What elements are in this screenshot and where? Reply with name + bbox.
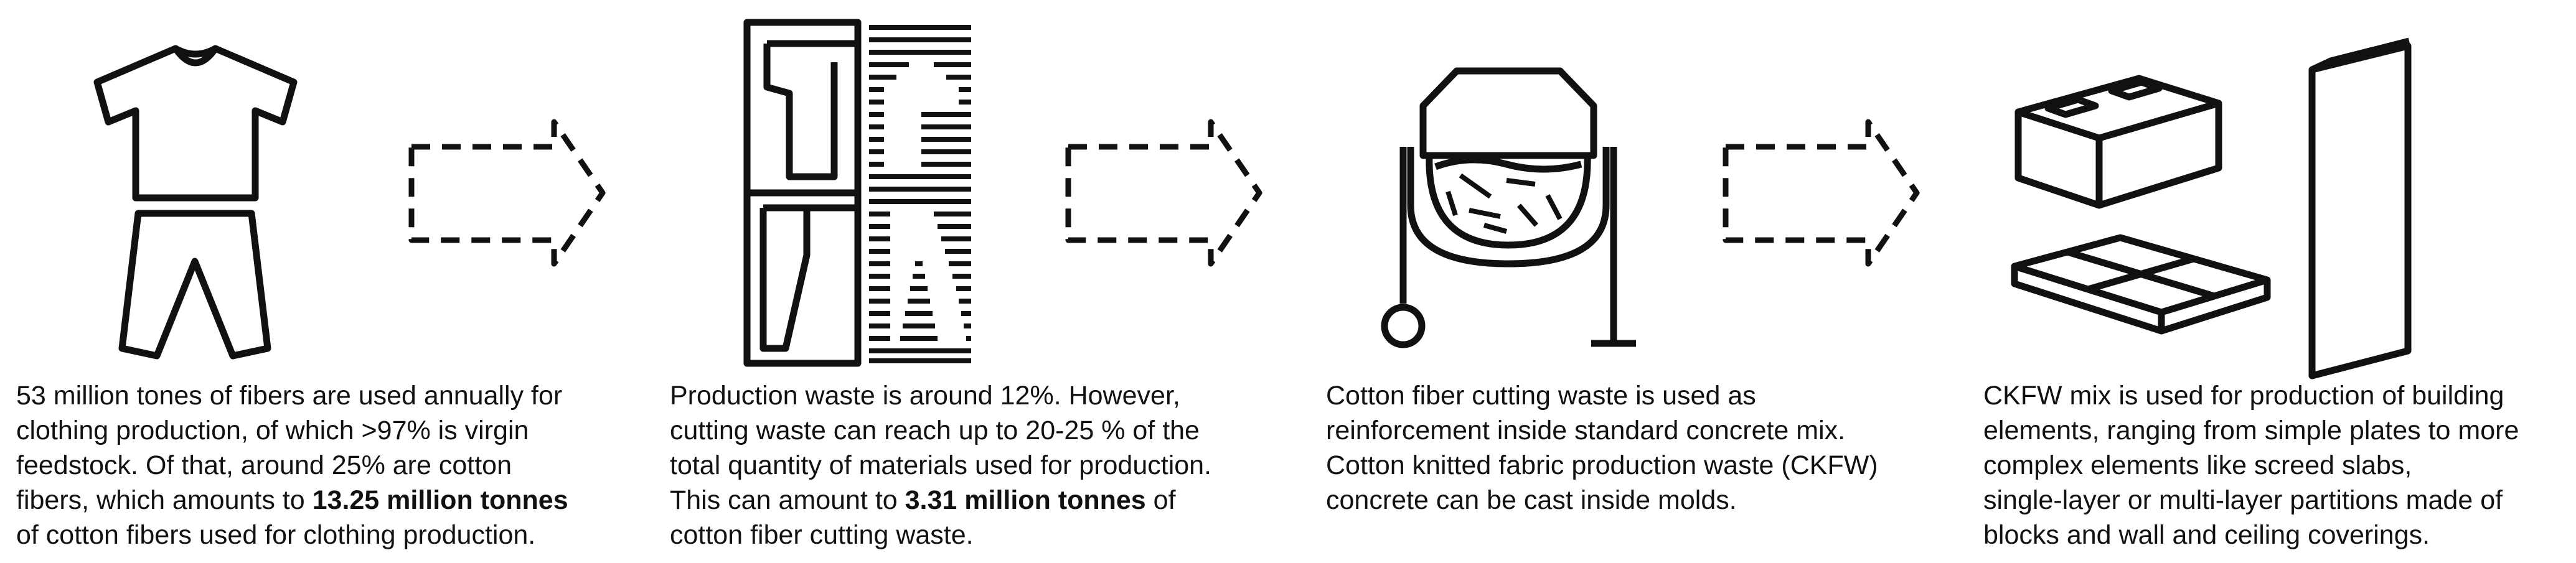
caption-text: complex elements like screed slabs, xyxy=(1983,450,2412,480)
caption-line: cotton fiber cutting waste. xyxy=(670,518,1211,552)
dashed-arrow-icon xyxy=(1065,119,1262,267)
pattern-frame-left xyxy=(743,19,862,367)
cutting-pattern-icon xyxy=(743,19,971,367)
step-4-caption: CKFW mix is used for production of build… xyxy=(1983,378,2519,552)
caption-text: Production waste is around 12%. However, xyxy=(670,381,1180,411)
caption-text: This can amount to xyxy=(670,485,905,515)
caption-text: feedstock. Of that, around 25% are cotto… xyxy=(16,450,512,480)
caption-line: cutting waste can reach up to 20-25 % of… xyxy=(670,413,1211,448)
shirt-pattern-piece xyxy=(763,40,858,180)
cutting-waste-stripes xyxy=(869,25,971,363)
dashed-arrow-icon xyxy=(1723,119,1920,267)
step-3-caption: Cotton fiber cutting waste is used as rei… xyxy=(1326,378,1878,518)
caption-line: blocks and wall and ceiling coverings. xyxy=(1983,518,2519,552)
caption-highlight: 13.25 million tonnes xyxy=(312,485,568,515)
caption-text: fibers, which amounts to xyxy=(16,485,313,515)
caption-text: cotton fiber cutting waste. xyxy=(670,520,974,550)
trousers-icon xyxy=(118,210,271,360)
floor-plate-icon xyxy=(2011,234,2271,335)
caption-line: clothing production, of which >97% is vi… xyxy=(16,413,568,448)
caption-line: of cotton fibers used for clothing produ… xyxy=(16,518,568,552)
caption-line: total quantity of materials used for pro… xyxy=(670,448,1211,483)
caption-line: 53 million tones of fibers are used annu… xyxy=(16,378,568,413)
caption-text: cutting waste can reach up to 20-25 % of… xyxy=(670,416,1200,445)
caption-text: of cotton fibers used for clothing produ… xyxy=(16,520,536,550)
caption-line: Production waste is around 12%. However, xyxy=(670,378,1211,413)
caption-line: elements, ranging from simple plates to … xyxy=(1983,413,2519,448)
concrete-block-icon xyxy=(2014,75,2222,209)
caption-line: single-layer or multi-layer partitions m… xyxy=(1983,483,2519,518)
caption-line: fibers, which amounts to 13.25 million t… xyxy=(16,483,568,518)
mixer-wheel xyxy=(1381,304,1426,348)
step-2-caption: Production waste is around 12%. However,… xyxy=(670,378,1211,552)
caption-line: complex elements like screed slabs, xyxy=(1983,448,2519,483)
caption-text: total quantity of materials used for pro… xyxy=(670,450,1212,480)
caption-text: elements, ranging from simple plates to … xyxy=(1983,416,2519,445)
caption-text: concrete can be cast inside molds. xyxy=(1326,485,1737,515)
caption-line: Cotton fiber cutting waste is used as xyxy=(1326,378,1878,413)
caption-text: blocks and wall and ceiling coverings. xyxy=(1983,520,2430,550)
caption-line: This can amount to 3.31 million tonnes o… xyxy=(670,483,1211,518)
caption-line: Cotton knitted fabric production waste (… xyxy=(1326,448,1878,483)
caption-line: CKFW mix is used for production of build… xyxy=(1983,378,2519,413)
wall-panel-icon xyxy=(2308,37,2412,379)
step-1-caption: 53 million tones of fibers are used annu… xyxy=(16,378,568,552)
building-elements-icon xyxy=(2011,37,2412,379)
dashed-arrow-icon xyxy=(408,119,606,267)
caption-text: CKFW mix is used for production of build… xyxy=(1983,381,2504,411)
caption-text: 53 million tones of fibers are used annu… xyxy=(16,381,563,411)
caption-text: single-layer or multi-layer partitions m… xyxy=(1983,485,2503,515)
caption-text: clothing production, of which >97% is vi… xyxy=(16,416,529,445)
caption-line: reinforcement inside standard concrete m… xyxy=(1326,413,1878,448)
t-shirt-icon xyxy=(93,45,298,202)
concrete-mixer-icon xyxy=(1381,67,1636,348)
caption-line: concrete can be cast inside molds. xyxy=(1326,483,1878,518)
caption-text: reinforcement inside standard concrete m… xyxy=(1326,416,1846,445)
caption-line: feedstock. Of that, around 25% are cotto… xyxy=(16,448,568,483)
caption-text: Cotton knitted fabric production waste (… xyxy=(1326,450,1878,480)
clothing-icon xyxy=(93,45,298,360)
trouser-pattern-piece xyxy=(759,204,858,352)
caption-highlight: 3.31 million tonnes xyxy=(905,485,1146,515)
caption-text: of xyxy=(1145,485,1176,515)
caption-text: Cotton fiber cutting waste is used as xyxy=(1326,381,1756,411)
